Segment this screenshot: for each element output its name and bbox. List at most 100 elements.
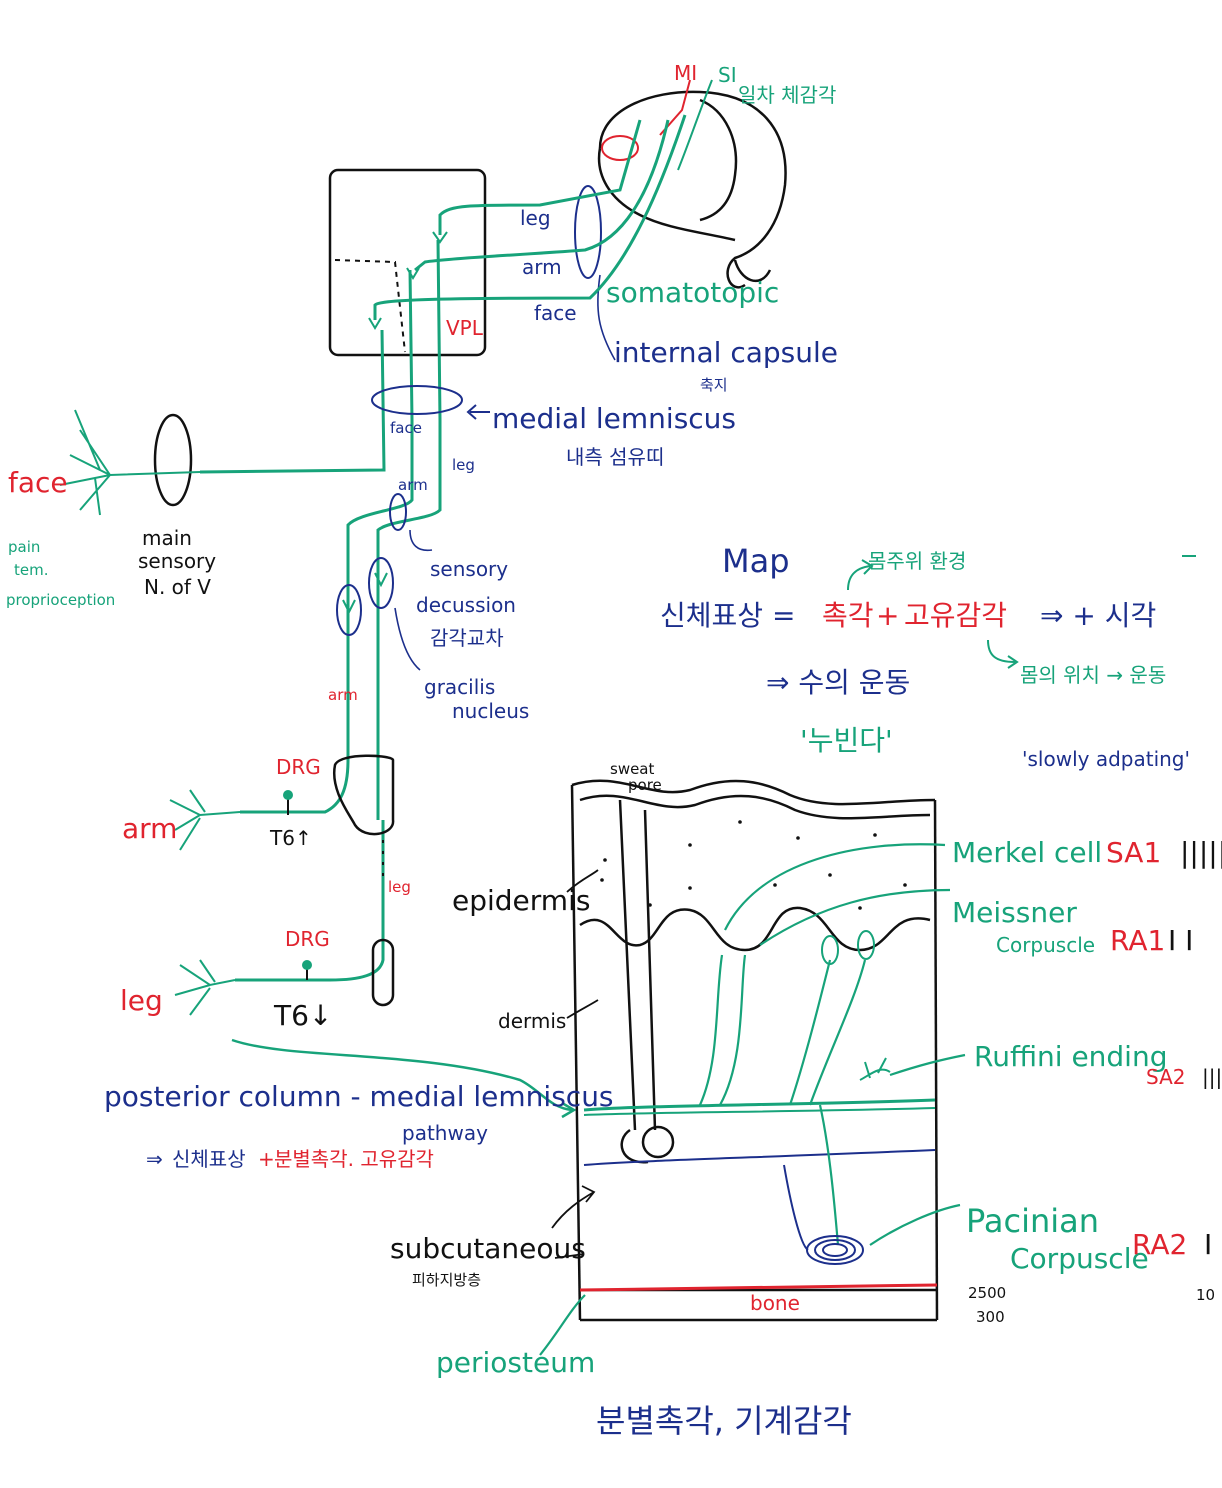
ra1-spike-bars: I I xyxy=(1168,924,1193,957)
pathway-plus-label: + xyxy=(258,1147,275,1171)
t6-up-label: T6↑ xyxy=(269,826,312,850)
face-fiber xyxy=(373,114,687,320)
merkel-pointer-arrow xyxy=(724,843,946,931)
map-up-arrow-icon xyxy=(847,559,874,591)
pathway-title-label: posterior column - medial lemniscus xyxy=(104,1080,614,1113)
arm-lemniscus-fiber xyxy=(346,269,414,760)
map-representation-label: 신체표상 = xyxy=(660,599,795,632)
map-position-label: 몸의 위치 → 운동 xyxy=(1020,663,1166,687)
lemniscus-arrow-icon xyxy=(466,404,490,420)
thalamus-leg-label: leg xyxy=(520,206,551,230)
periosteum-line xyxy=(579,1283,938,1292)
sweat-gland-coil xyxy=(641,1125,675,1159)
brain-outline xyxy=(597,90,787,289)
dermal-nerve-plexus-2 xyxy=(583,1107,936,1116)
face-info-tem: tem. xyxy=(14,561,49,579)
s1-korean-label: 일차 체감각 xyxy=(738,83,836,107)
map-quote-label: '누빈다' xyxy=(800,724,893,757)
nucleus-arrowheads-icon xyxy=(342,572,388,615)
leg-label: leg xyxy=(120,984,163,1017)
leg-tract-label: leg xyxy=(388,878,411,896)
sensory-label: sensory xyxy=(430,557,508,581)
ruffini-ending-icon xyxy=(859,1057,891,1081)
subcut-pointer-1 xyxy=(551,1185,596,1229)
merkel-nerve-2 xyxy=(719,954,747,1106)
pathway-to-skin-arrow xyxy=(231,1038,573,1112)
pacinian-label: Pacinian xyxy=(966,1202,1099,1240)
meissner-pointer-arrow xyxy=(759,888,951,946)
internal-capsule-label: internal capsule xyxy=(614,336,838,369)
pacinian-corpuscle-icon xyxy=(806,1235,864,1265)
ra2-spike-bars: I xyxy=(1204,1228,1212,1261)
subcutaneous-korean: 피하지방층 xyxy=(412,1271,481,1289)
leg-root-fiber xyxy=(235,820,385,982)
map-proprioception-label: 고유감각 xyxy=(904,599,1007,632)
skin-label-pointers xyxy=(551,869,599,1259)
arm-fiber xyxy=(414,119,670,272)
trigeminal-nucleus-oval xyxy=(153,413,193,507)
lemniscus-arm-label: arm xyxy=(398,476,428,494)
map-environment-label: 몸주위 환경 xyxy=(868,549,966,573)
epidermis-dermis-boundary xyxy=(579,906,931,952)
arm-label: arm xyxy=(122,812,177,845)
arm-nerve-endings-icon xyxy=(169,789,241,851)
nucleus-label-n-of-v: N. of V xyxy=(144,575,211,599)
meissner-nerve-2 xyxy=(808,959,867,1106)
face-label: face xyxy=(8,466,68,499)
internal-capsule-korean: 축지 xyxy=(700,376,728,394)
lemniscal-pathway xyxy=(199,239,442,982)
map-down-arrow-icon xyxy=(987,639,1019,669)
dermal-nerve-plexus xyxy=(583,1098,936,1112)
skin-right-edge xyxy=(933,799,939,1321)
sa2-label: SA2 xyxy=(1146,1065,1185,1089)
ra1-label: RA1 xyxy=(1110,924,1165,957)
periosteum-pointer-arrow xyxy=(539,1294,586,1356)
dermis-pointer xyxy=(566,999,599,1019)
pacinian-nerve xyxy=(818,1104,840,1246)
pathway-arrow-label: ⇒ xyxy=(146,1147,163,1171)
m1-region-outline xyxy=(601,135,639,161)
decussation-pointer-line xyxy=(409,529,433,552)
map-voluntary-label: ⇒ 수의 운동 xyxy=(766,666,910,699)
m1-pointer-line xyxy=(659,79,691,136)
capsule-pointer-line xyxy=(597,274,616,361)
subcutaneous-boundary xyxy=(583,1149,936,1166)
sweat-label: sweat xyxy=(610,760,655,778)
bone-label: bone xyxy=(750,1291,800,1315)
leg-nerve-endings-icon xyxy=(174,959,236,1016)
gracilis-pointer-line xyxy=(394,607,421,671)
skin-surface-inner xyxy=(579,794,931,820)
pacinian-vessel xyxy=(783,1164,809,1251)
drg-lower-ganglion-icon xyxy=(302,960,312,970)
sa1-label: SA1 xyxy=(1106,836,1161,869)
skin-block xyxy=(570,779,939,1322)
m1-label: MI xyxy=(674,61,697,85)
brain-inner-contour xyxy=(699,98,738,222)
thalamus-arm-label: arm xyxy=(522,255,562,279)
sa1-spike-bars: |||||| xyxy=(1180,836,1222,869)
face-info-proprioception: proprioception xyxy=(6,591,115,609)
epidermis-label: epidermis xyxy=(452,884,590,917)
leg-lemniscus-fiber xyxy=(376,239,442,820)
pore-label: pore xyxy=(628,776,662,794)
map-title: Map xyxy=(722,542,790,580)
decussion-korean: 감각교차 xyxy=(430,626,504,650)
meissner-label: Meissner xyxy=(952,896,1077,929)
s1-label: SI xyxy=(718,63,737,87)
thalamus-nucleus-boundary xyxy=(334,259,406,353)
lemniscus-leg-label: leg xyxy=(452,456,475,474)
receptor-nerves xyxy=(539,843,966,1356)
somatotopic-label: somatotopic xyxy=(606,276,779,309)
subcut-pointer-2 xyxy=(554,1253,585,1259)
medial-lemniscus-label: medial lemniscus xyxy=(492,402,736,435)
leg-fiber xyxy=(438,119,642,235)
arm-tract-label: arm xyxy=(328,686,358,704)
freq-2500-label: 2500 xyxy=(968,1284,1006,1302)
medial-lemniscus-oval xyxy=(371,385,463,415)
thalamus-arrowheads-icon xyxy=(368,231,448,330)
pathway-discrimination-label: 분별촉각. 고유감각 xyxy=(274,1147,434,1171)
sa2-spike-bars: ||||| xyxy=(1202,1065,1222,1089)
map-vision-label: ⇒ + 시각 xyxy=(1040,599,1156,632)
pathway-representation-label: 신체표상 xyxy=(172,1147,246,1171)
